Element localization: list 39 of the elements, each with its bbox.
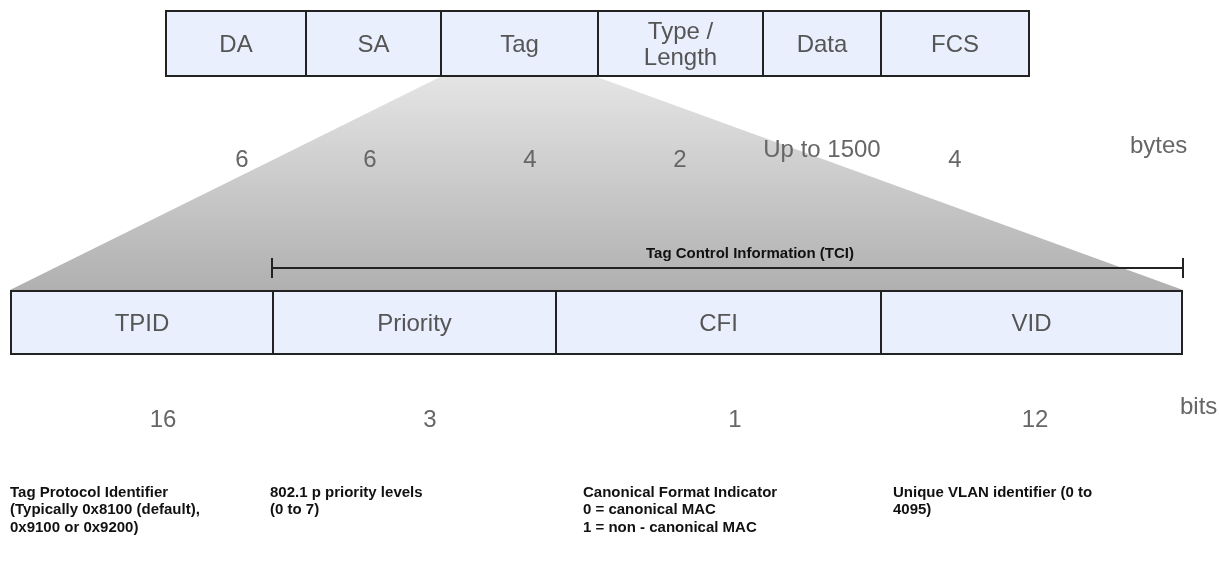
unit-label: bytes — [1130, 131, 1188, 159]
field-size: 6 — [363, 145, 377, 173]
field-size: 12 — [1021, 405, 1049, 433]
field-box — [10, 290, 274, 355]
field-box — [880, 10, 1030, 77]
field-size: 3 — [423, 405, 437, 433]
field-name: Priority — [377, 309, 452, 336]
field-size: 4 — [948, 145, 962, 173]
field-description: 1 = non - canonical MAC — [583, 517, 758, 535]
field-name: CFI — [699, 309, 738, 336]
field-size: 16 — [149, 405, 177, 433]
field-name: Type / Length — [642, 18, 719, 69]
unit-label: bits — [1180, 392, 1218, 420]
field-description: Unique VLAN identifier (0 to 4095) — [893, 483, 1094, 518]
bracket-label: Tag Control Information (TCI) — [646, 244, 854, 262]
field-description: Canonical Format Indicator — [583, 483, 779, 501]
field-size: 2 — [673, 145, 687, 173]
field-name: Tag — [500, 30, 539, 57]
field-name: TPID — [114, 309, 170, 336]
field-size: Up to 1500 — [763, 135, 881, 163]
field-description: Tag Protocol Identifier (Typically 0x8100 (default), 0x9100 or 0x9200) — [10, 483, 201, 535]
field-box — [555, 290, 882, 355]
field-size: 6 — [235, 145, 249, 173]
field-size: 1 — [728, 405, 742, 433]
field-box — [880, 290, 1183, 355]
field-description: 0 = canonical MAC — [583, 500, 717, 518]
field-box — [762, 10, 882, 77]
field-box — [165, 10, 307, 77]
field-name: SA — [357, 30, 390, 57]
field-name: DA — [219, 30, 253, 57]
field-box — [440, 10, 599, 77]
field-name: FCS — [931, 30, 979, 57]
field-box — [597, 10, 764, 77]
field-size: 4 — [523, 145, 537, 173]
field-name: VID — [1011, 309, 1052, 336]
field-description: 802.1 p priority levels (0 to 7) — [270, 483, 424, 518]
field-name: Data — [796, 30, 848, 57]
field-box — [305, 10, 442, 77]
field-box — [272, 290, 557, 355]
